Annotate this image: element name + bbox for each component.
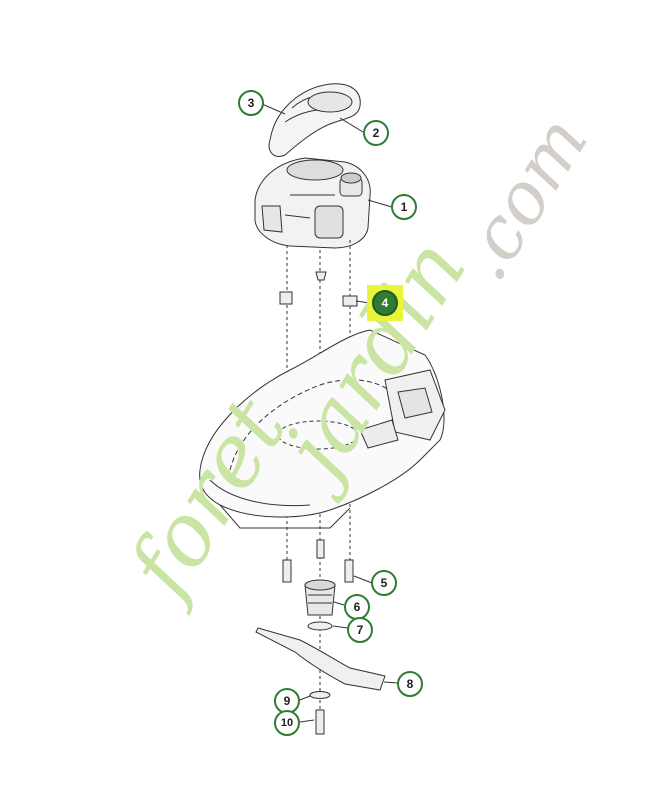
callout-4[interactable]: 4 bbox=[372, 290, 398, 316]
callout-5[interactable]: 5 bbox=[371, 570, 397, 596]
callout-2[interactable]: 2 bbox=[363, 120, 389, 146]
callout-1[interactable]: 1 bbox=[391, 194, 417, 220]
callout-7[interactable]: 7 bbox=[347, 617, 373, 643]
callout-6[interactable]: 6 bbox=[344, 594, 370, 620]
washer bbox=[307, 621, 333, 631]
callout-9[interactable]: 9 bbox=[274, 688, 300, 714]
callout-3[interactable]: 3 bbox=[238, 90, 264, 116]
deck-housing bbox=[199, 329, 445, 518]
blade bbox=[255, 627, 386, 691]
callout-8[interactable]: 8 bbox=[397, 671, 423, 697]
callout-10[interactable]: 10 bbox=[274, 710, 300, 736]
